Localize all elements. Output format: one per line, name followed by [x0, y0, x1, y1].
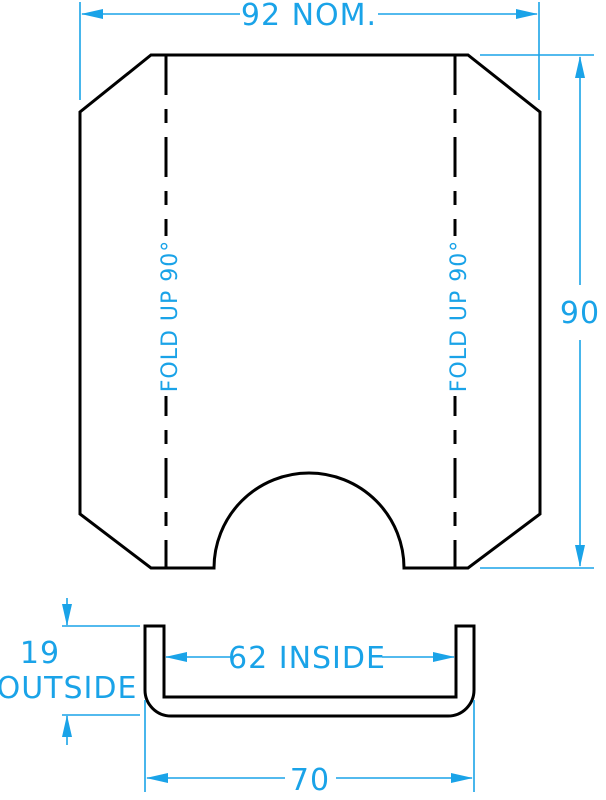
outside-height-dimension: 19 OUTSIDE	[0, 598, 140, 745]
bottom-width-dimension: 70	[144, 700, 475, 798]
formed-section-outline	[143, 624, 476, 718]
height-dimension-label: 90	[560, 296, 600, 331]
flat-pattern-outline	[78, 53, 542, 570]
fold-label-left: FOLD UP 90°	[158, 240, 183, 393]
width-dimension-label: 92 NOM.	[241, 0, 377, 33]
outside-height-value: 19	[20, 636, 60, 671]
inside-dimension: 62 INSIDE	[165, 641, 455, 676]
outside-height-label: OUTSIDE	[0, 671, 137, 706]
height-dimension: 90	[480, 54, 600, 569]
inside-dimension-label: 62 INSIDE	[228, 641, 386, 676]
bottom-width-dimension-label: 70	[290, 763, 330, 798]
fold-label-right: FOLD UP 90°	[447, 240, 472, 393]
width-dimension: 92 NOM.	[79, 0, 540, 100]
